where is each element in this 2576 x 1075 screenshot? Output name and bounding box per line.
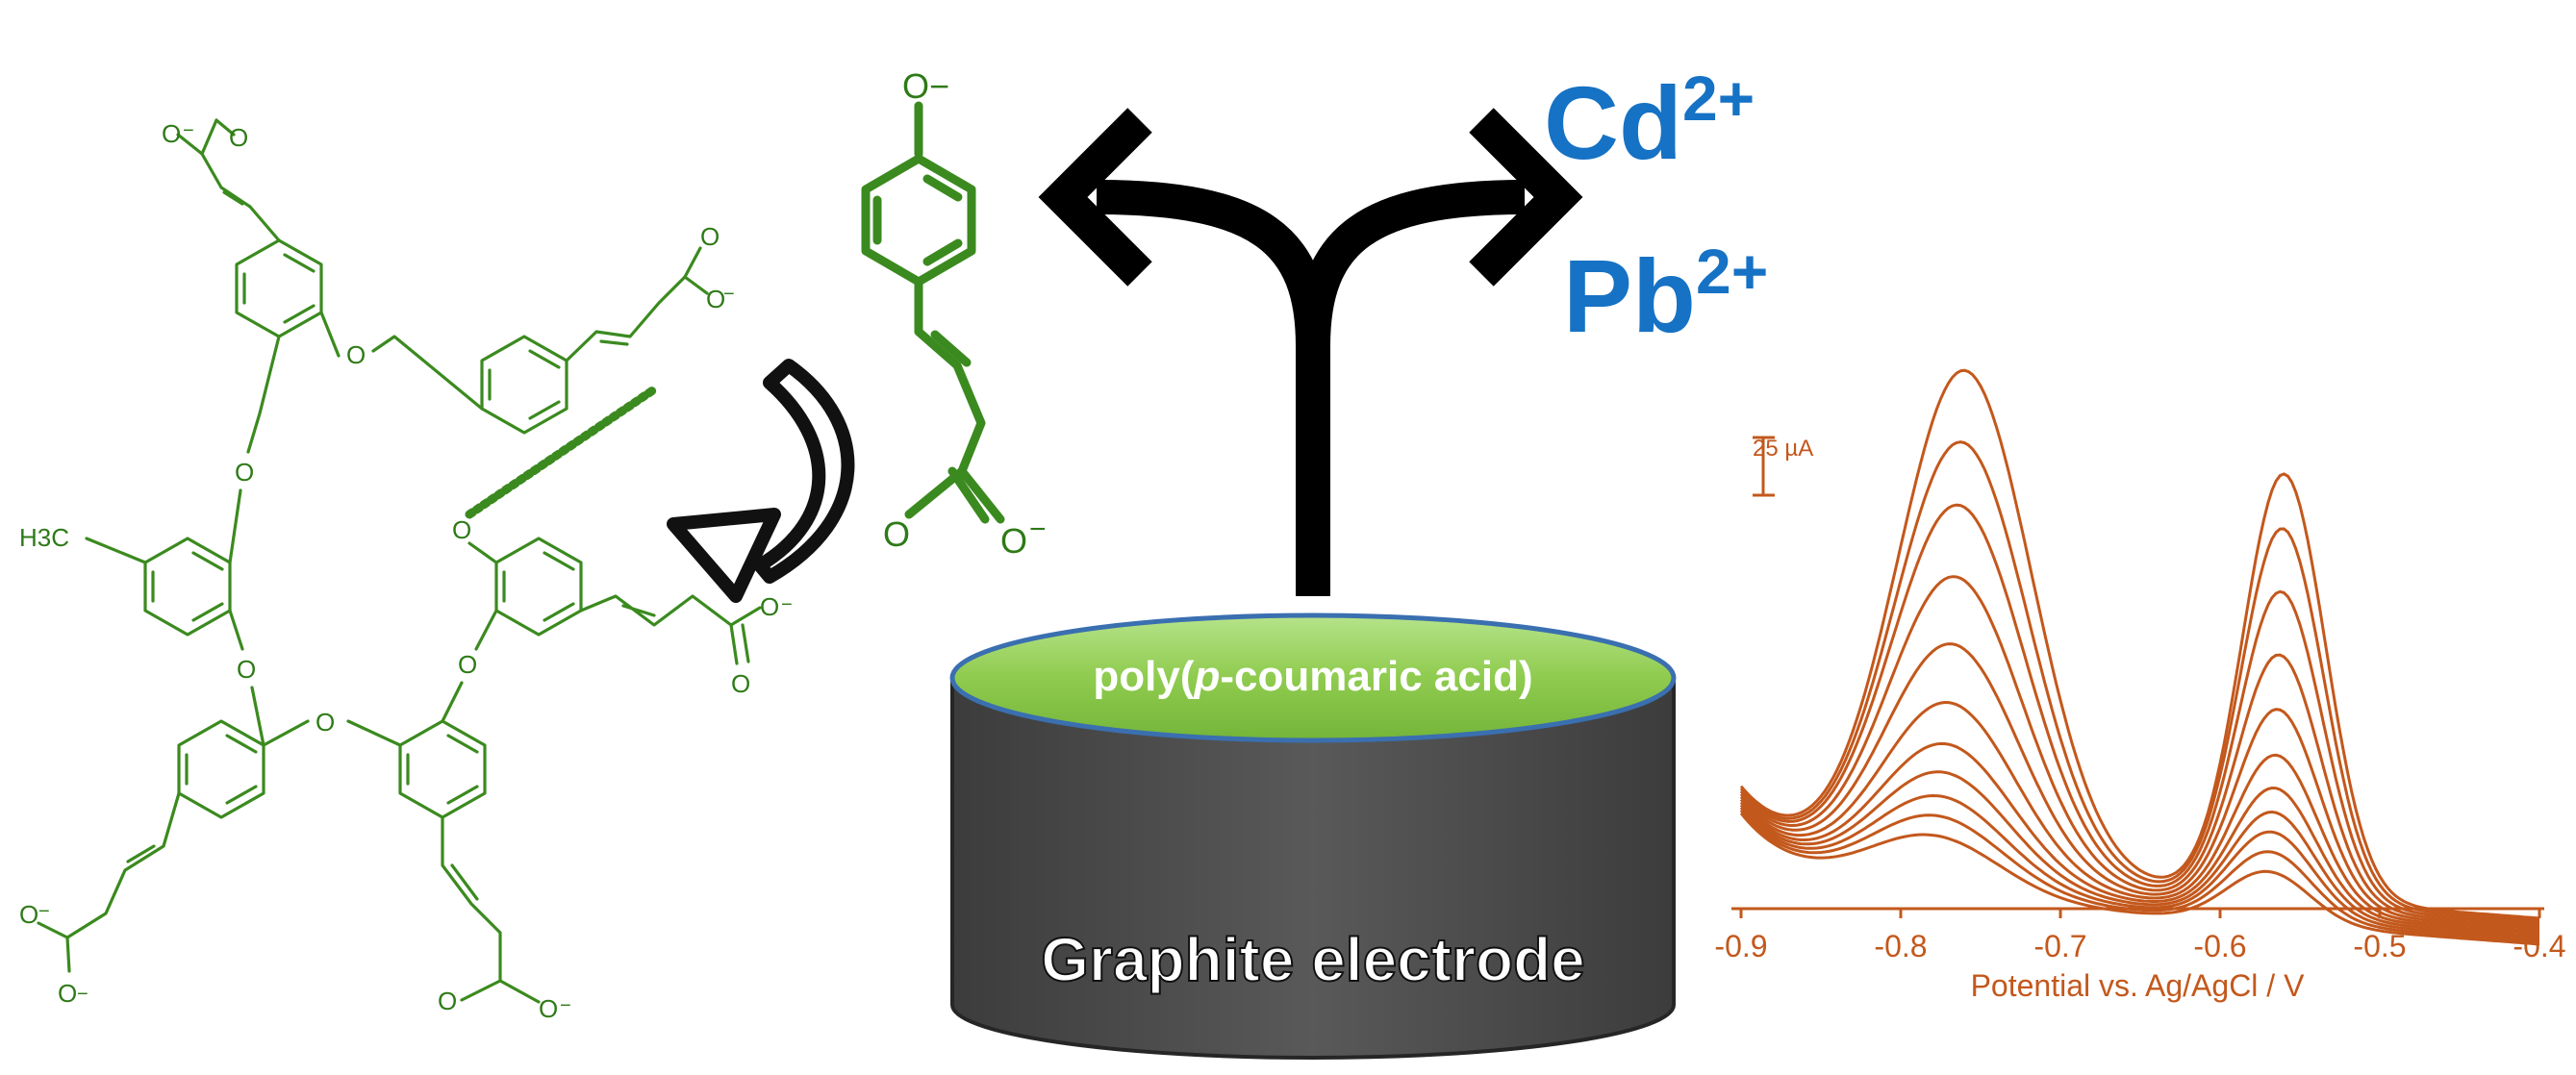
graphite-electrode: poly(p-coumaric acid) Graphite electrode bbox=[949, 612, 1677, 1060]
oxygen-label: O bbox=[438, 987, 457, 1015]
phenolate-oxygen: O− bbox=[902, 66, 949, 106]
polymerization-arrow bbox=[667, 359, 855, 603]
polymer-ring bbox=[480, 335, 568, 435]
oxygen-label: O bbox=[19, 900, 38, 929]
anion-mark: − bbox=[38, 901, 50, 922]
x-tick-label: -0.8 bbox=[1874, 929, 1927, 963]
oxygen-label: O bbox=[237, 655, 256, 684]
oxygen-label: O bbox=[346, 340, 366, 369]
scale-bar: 25 µA bbox=[1753, 436, 1813, 497]
polymer-atom-labels: O O O O O O O O O O O O O O O O H3C bbox=[19, 119, 779, 1023]
monomer-labels: O− O O − bbox=[883, 66, 1047, 561]
voltammogram-curve bbox=[1739, 770, 2540, 938]
polymer-ring bbox=[177, 719, 265, 819]
p-coumaric-acid-monomer bbox=[861, 101, 1005, 524]
anion-mark: − bbox=[560, 995, 571, 1016]
voltammogram: -0.9-0.8-0.7-0.6-0.5-0.4 25 µA Potential… bbox=[1714, 368, 2566, 1003]
oxygen-label: O bbox=[760, 592, 779, 621]
voltammogram-curve bbox=[1739, 812, 2540, 946]
x-tick-label: -0.7 bbox=[2033, 929, 2086, 963]
branch-arrows bbox=[1038, 108, 1583, 596]
oxygen-label: O bbox=[539, 994, 558, 1023]
oxygen-label: O bbox=[452, 515, 471, 544]
film-label: poly(p-coumaric acid) bbox=[1093, 653, 1532, 700]
voltammogram-curve bbox=[1739, 440, 2540, 923]
curves bbox=[1739, 368, 2540, 946]
oxygen-label: O bbox=[316, 708, 335, 737]
oxygen-label: O bbox=[229, 123, 248, 152]
polymer-ring bbox=[398, 719, 487, 819]
polymer-anion-marks: − − − − − − bbox=[38, 120, 793, 1016]
voltammogram-curve bbox=[1739, 368, 2540, 920]
x-tick-label: -0.9 bbox=[1714, 929, 1767, 963]
target-ions: Cd2+ Pb2+ bbox=[1544, 62, 1768, 354]
voltammogram-curve bbox=[1739, 642, 2540, 931]
oxygen-label: O bbox=[58, 979, 77, 1008]
polymer-ring bbox=[235, 238, 323, 338]
cd-ion: Cd2+ bbox=[1544, 62, 1755, 181]
scale-bar-label: 25 µA bbox=[1753, 436, 1813, 462]
carboxylate-oxygen: O bbox=[1000, 521, 1027, 561]
electrode-body bbox=[950, 676, 1676, 1060]
anion-mark: − bbox=[1029, 513, 1047, 545]
oxygen-label: O bbox=[162, 119, 181, 148]
electrode-label: Graphite electrode bbox=[1041, 925, 1585, 994]
oxygen-label: O bbox=[458, 650, 477, 679]
voltammogram-curve bbox=[1739, 503, 2540, 925]
oxygen-label: O bbox=[706, 285, 725, 313]
anion-mark: − bbox=[183, 120, 194, 141]
oxygen-label: O bbox=[700, 222, 720, 251]
x-tick-label: -0.6 bbox=[2193, 929, 2246, 963]
oxygen-label: O bbox=[235, 458, 254, 487]
pb-ion: Pb2+ bbox=[1563, 236, 1768, 354]
oxygen-label: O bbox=[731, 669, 750, 698]
poly-p-coumaric-acid-structure bbox=[37, 118, 762, 1004]
voltammogram-curve bbox=[1739, 741, 2540, 936]
voltammogram-curve bbox=[1739, 793, 2540, 941]
voltammogram-curve bbox=[1739, 809, 2540, 943]
methyl-label: H3C bbox=[19, 523, 69, 552]
anion-mark: − bbox=[723, 284, 735, 305]
voltammogram-curve bbox=[1739, 575, 2540, 928]
anion-mark: − bbox=[77, 984, 88, 1005]
x-tick-label: -0.5 bbox=[2353, 929, 2406, 963]
polymer-film bbox=[949, 612, 1677, 743]
polymer-ring bbox=[143, 537, 232, 637]
voltammogram-curve bbox=[1739, 700, 2540, 933]
carbonyl-oxygen: O bbox=[883, 514, 910, 554]
x-axis-label: Potential vs. Ag/AgCl / V bbox=[1971, 968, 2306, 1003]
x-ticks: -0.9-0.8-0.7-0.6-0.5-0.4 bbox=[1714, 909, 2566, 963]
polymer-ring bbox=[494, 537, 583, 637]
anion-mark: − bbox=[781, 594, 793, 615]
